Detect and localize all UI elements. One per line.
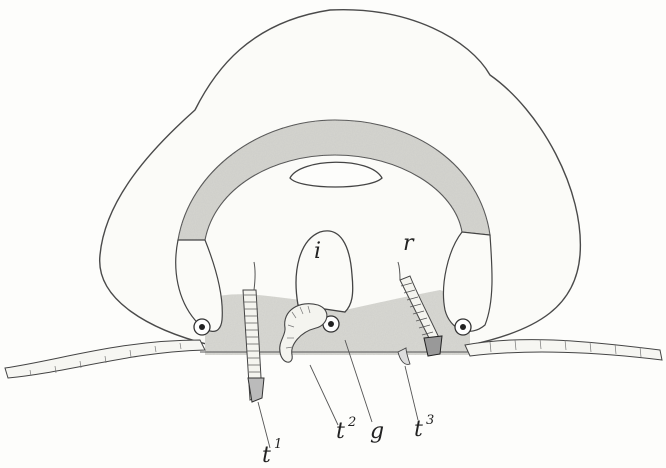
label-t1: t — [262, 443, 271, 468]
label-g: g — [370, 419, 384, 444]
label-t2-sup: 2 — [347, 415, 356, 430]
label-r: r — [403, 231, 415, 256]
label-i: i — [314, 239, 321, 264]
label-t1-sup: 1 — [274, 437, 282, 452]
label-t2: t — [336, 419, 345, 444]
left-ocellus — [194, 319, 210, 335]
right-tentacle — [465, 340, 662, 360]
label-t3-sup: 3 — [426, 413, 434, 428]
left-tentacle — [5, 340, 205, 378]
label-t3: t — [414, 417, 423, 442]
right-ocellus — [455, 319, 471, 335]
